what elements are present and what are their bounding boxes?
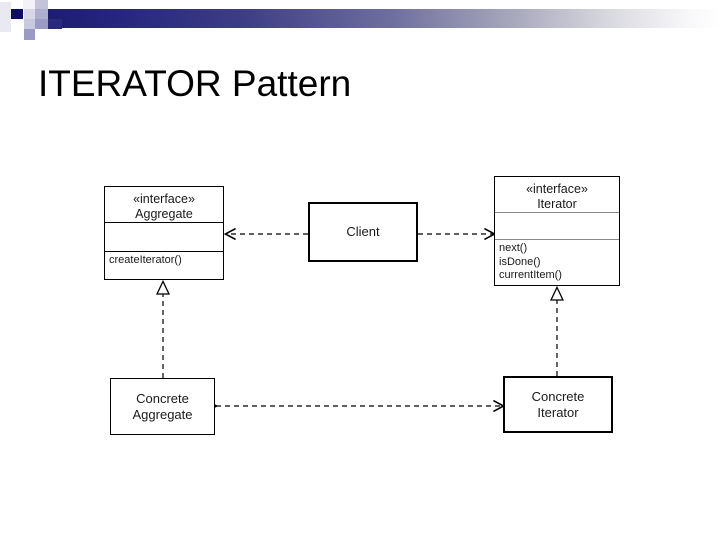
square-pale-1 [0,2,11,32]
square-lavender-3 [35,9,48,19]
interface-iterator-header: «interface»Iterator [495,177,619,212]
interface-iterator[interactable]: «interface»Iterator next()isDone()current… [494,176,620,286]
operation-item: next() [499,242,528,254]
square-navy-dark [11,9,23,19]
square-periwinkle-1 [24,19,35,29]
iterator-attributes [495,212,619,239]
client-label: Client [346,224,380,239]
square-navy-mid [48,19,62,29]
connector-layer [155,227,565,413]
square-periwinkle-2 [35,19,48,29]
square-lavender-2 [24,9,35,19]
interface-aggregate[interactable]: «interface»Aggregate createIterator() [104,186,224,280]
page-title: ITERATOR Pattern [38,63,352,104]
iterator-operations: next()isDone()currentItem() [495,239,619,289]
interface-iterator-stereotype: «interface» [526,182,588,196]
square-periwinkle-3 [24,29,35,40]
aggregate-operations: createIterator() [105,251,223,278]
slide-header-decoration [0,0,720,48]
interface-aggregate-class-name: Aggregate [135,207,193,221]
square-white-fill [11,19,24,40]
header-gradient-bar [38,9,720,28]
operation-item: currentItem() [499,269,562,281]
square-pale-2 [23,0,35,9]
operation-item: createIterator() [109,254,182,266]
operation-item: isDone() [499,255,541,268]
interface-aggregate-header: «interface»Aggregate [105,187,223,222]
interface-iterator-class-name: Iterator [537,197,577,211]
square-lavender-1 [35,0,48,10]
aggregate-attributes [105,222,223,251]
interface-aggregate-stereotype: «interface» [133,192,195,206]
client[interactable]: Client [308,202,418,262]
